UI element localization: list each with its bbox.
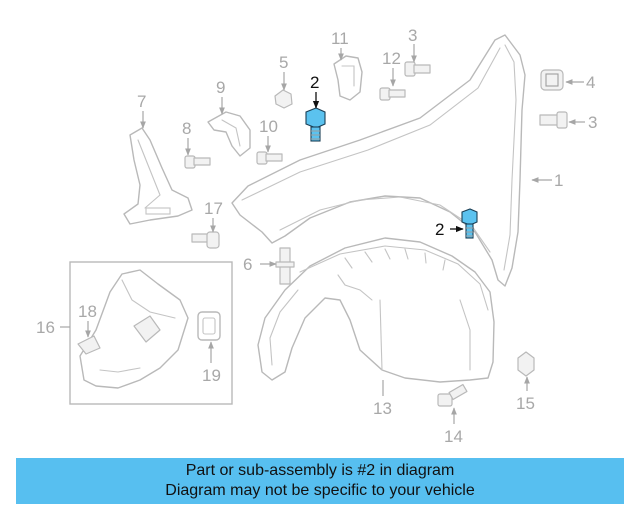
banner-line-2: Diagram may not be specific to your vehi… [165, 482, 475, 499]
callout-8: 8 [182, 119, 191, 138]
bracket-part-9 [207, 111, 251, 157]
highlighted-bolt-part-2-fender[interactable] [461, 208, 478, 239]
bolt-part-12 [379, 87, 406, 101]
nut-part-5 [274, 89, 293, 109]
bolt-part-14 [437, 383, 468, 407]
callout-11: 11 [331, 29, 349, 48]
bracket-part-11 [333, 55, 363, 101]
callout-3-right: 3 [588, 113, 597, 132]
callout-5: 5 [279, 53, 288, 72]
callout-17: 17 [204, 199, 223, 218]
callout-6: 6 [243, 255, 252, 274]
callout-15: 15 [516, 394, 535, 413]
callout-7: 7 [137, 92, 146, 111]
callout-10: 10 [259, 117, 278, 136]
clip-nut-part-4 [540, 69, 564, 91]
callout-14: 14 [444, 427, 463, 446]
callout-19: 19 [202, 366, 221, 385]
callout-2-top[interactable]: 2 [310, 73, 319, 92]
banner-line-1: Part or sub-assembly is #2 in diagram [185, 462, 455, 479]
info-banner: Part or sub-assembly is #2 in diagram Di… [16, 458, 624, 504]
bolt-part-3-right [539, 111, 568, 129]
shield-assembly-16 [69, 261, 233, 405]
bolt-part-3-top [404, 61, 431, 77]
callout-12: 12 [382, 49, 401, 68]
fender-liner-part [257, 237, 495, 383]
callout-2-fender[interactable]: 2 [435, 220, 444, 239]
callout-18: 18 [78, 302, 97, 321]
leader-lines [60, 44, 585, 424]
bolt-part-10 [256, 151, 283, 165]
parts-diagram: 1 2 2 3 3 4 5 6 7 8 9 10 11 12 13 14 15 … [36, 26, 597, 446]
nut-part-15 [517, 351, 535, 377]
stud-part-6 [275, 247, 295, 285]
bracket-part-7 [123, 127, 193, 225]
callout-labels: 1 2 2 3 3 4 5 6 7 8 9 10 11 12 13 14 15 … [36, 26, 597, 446]
callout-1: 1 [554, 171, 563, 190]
callout-13: 13 [373, 399, 392, 418]
callout-3-top: 3 [408, 26, 417, 45]
callout-4: 4 [586, 73, 595, 92]
bolt-part-8 [184, 155, 211, 169]
bolt-part-17 [191, 231, 220, 249]
callout-16: 16 [36, 318, 55, 337]
callout-9: 9 [216, 78, 225, 97]
highlighted-bolt-part-2-top[interactable] [305, 107, 326, 142]
